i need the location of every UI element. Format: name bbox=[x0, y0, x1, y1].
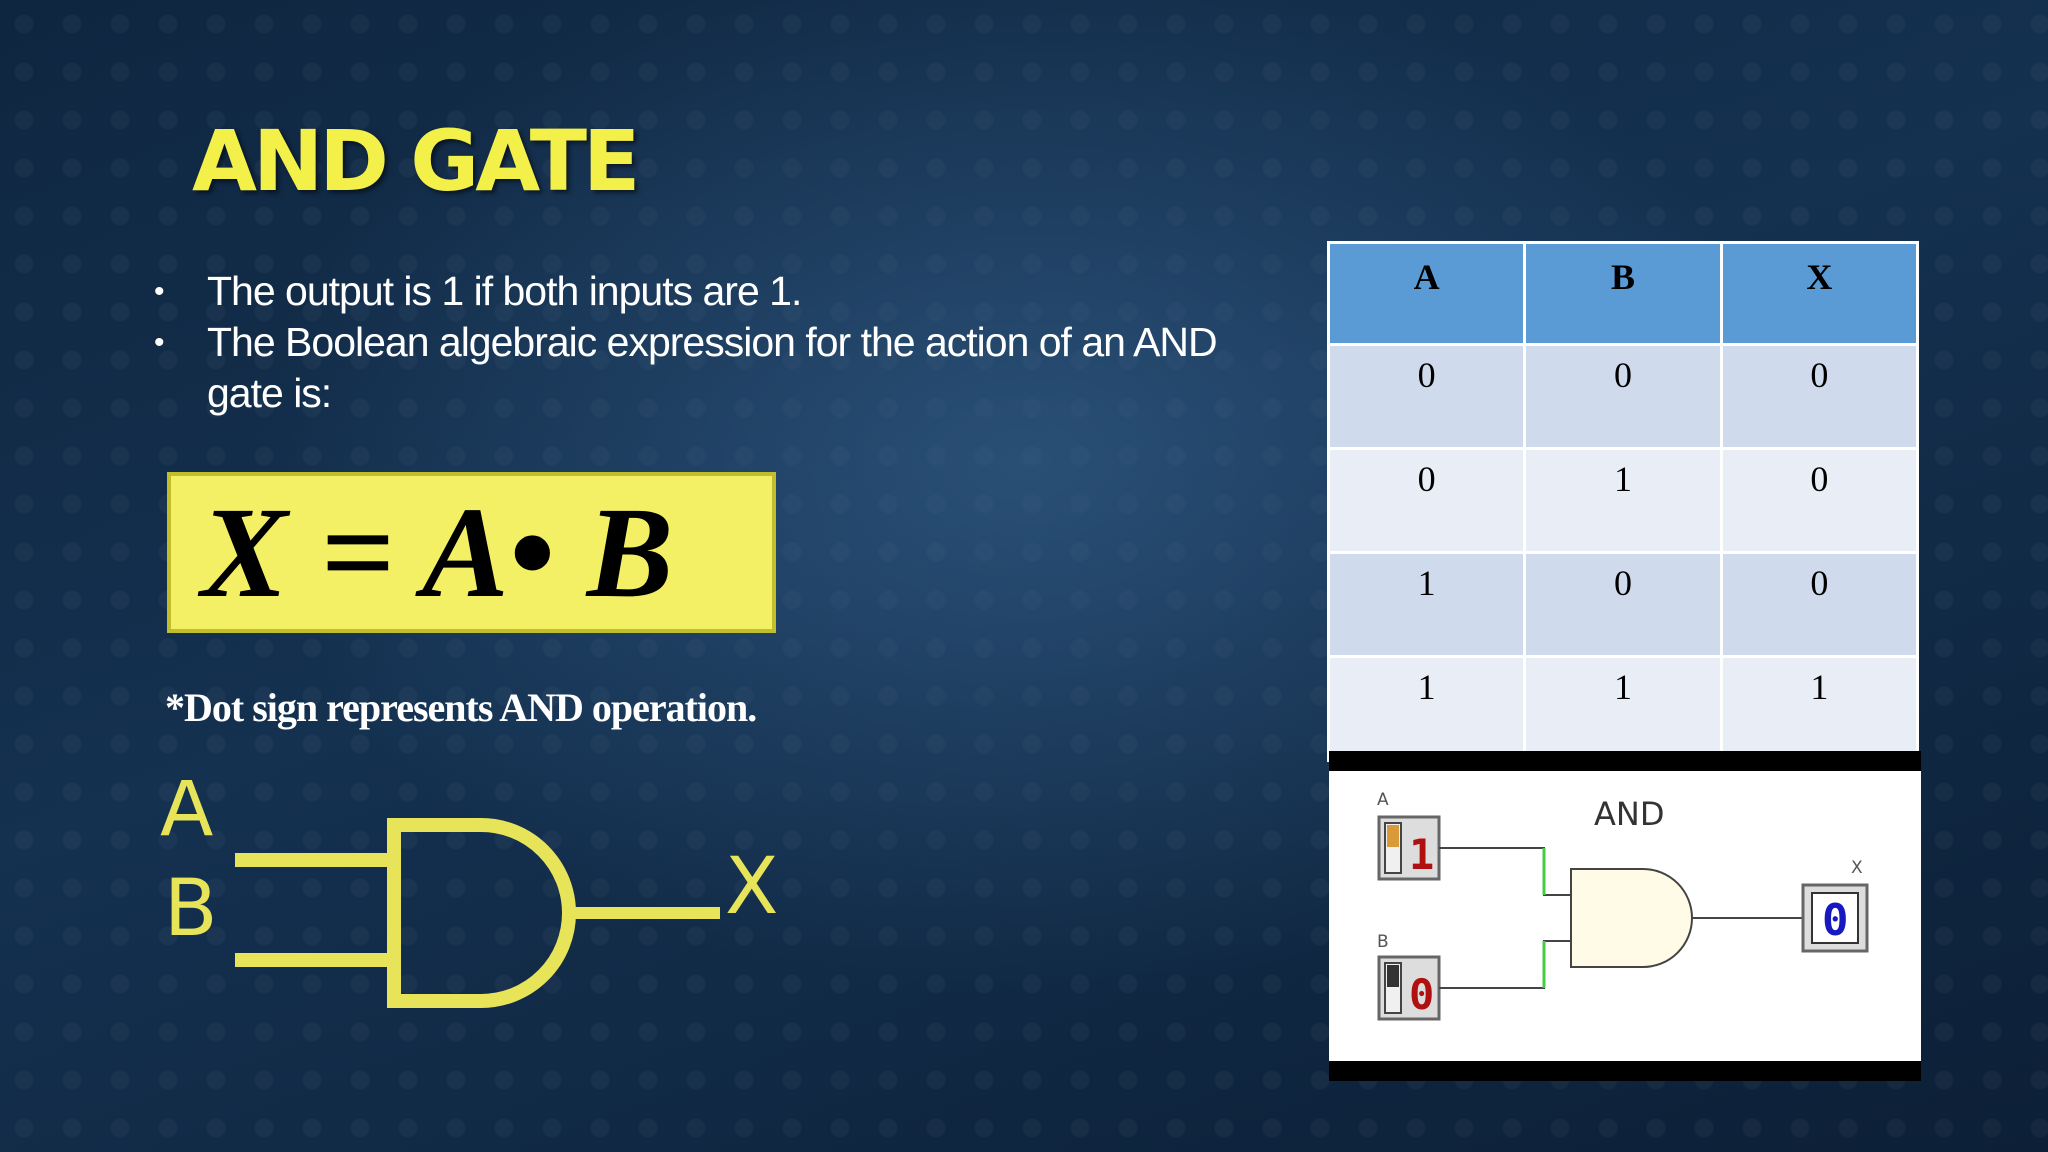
bullet-list: • The output is 1 if both inputs are 1. … bbox=[152, 266, 1252, 419]
and-gate-body bbox=[387, 818, 576, 1008]
circuit-input-b-label: B bbox=[1377, 932, 1389, 952]
table-cell: 1 bbox=[1326, 655, 1527, 762]
slide-title: AND GATE bbox=[192, 112, 640, 210]
bullet-dot: • bbox=[154, 326, 164, 359]
output-x-value: 0 bbox=[1822, 895, 1849, 946]
table-cell: 0 bbox=[1523, 551, 1723, 658]
boolean-expression: X = A• B bbox=[201, 480, 674, 625]
input-a-switch-knob bbox=[1387, 825, 1399, 847]
truth-table: A B X 0 0 0 0 1 0 1 0 0 1 1 1 bbox=[1326, 241, 1920, 762]
table-cell: 0 bbox=[1719, 343, 1920, 450]
circuit-diagram: AND A 1 B 0 X 0 bbox=[1329, 771, 1921, 1061]
circuit-output-label: X bbox=[1851, 858, 1863, 878]
bullet-item: • The output is 1 if both inputs are 1. bbox=[152, 266, 1252, 317]
table-cell: 0 bbox=[1326, 447, 1527, 554]
bullet-dot: • bbox=[154, 275, 164, 308]
and-gate-symbol: A B X bbox=[160, 780, 778, 1008]
table-cell: 1 bbox=[1523, 655, 1723, 762]
expression-box: X = A• B bbox=[167, 472, 776, 633]
circuit-input-a-label: A bbox=[1377, 790, 1389, 810]
circuit-simulation: AND A 1 B 0 X 0 bbox=[1329, 751, 1921, 1081]
header-cell-b: B bbox=[1523, 241, 1723, 346]
table-cell: 1 bbox=[1326, 551, 1527, 658]
table-row: 0 1 0 bbox=[1326, 447, 1920, 554]
truth-table-header-row: A B X bbox=[1326, 241, 1920, 346]
table-cell: 1 bbox=[1719, 655, 1920, 762]
table-row: 1 0 0 bbox=[1326, 551, 1920, 658]
gate-input-a-label: A bbox=[160, 780, 213, 854]
gate-input-b-label: B bbox=[164, 864, 218, 954]
header-cell-a: A bbox=[1326, 241, 1527, 346]
input-a-value: 1 bbox=[1409, 830, 1434, 879]
table-row: 0 0 0 bbox=[1326, 343, 1920, 450]
circuit-and-gate bbox=[1570, 868, 1693, 968]
table-row: 1 1 1 bbox=[1326, 655, 1920, 762]
bullet-text: The Boolean algebraic expression for the… bbox=[207, 319, 1218, 416]
output-x-inner bbox=[1811, 892, 1859, 944]
bullet-text: The output is 1 if both inputs are 1. bbox=[207, 268, 802, 314]
gate-output-label: X bbox=[725, 842, 778, 932]
table-cell: 0 bbox=[1719, 551, 1920, 658]
header-cell-x: X bbox=[1719, 241, 1920, 346]
table-cell: 0 bbox=[1326, 343, 1527, 450]
circuit-gate-label: AND bbox=[1594, 795, 1664, 833]
table-cell: 1 bbox=[1523, 447, 1723, 554]
input-b-switch-knob bbox=[1387, 965, 1399, 987]
table-cell: 0 bbox=[1523, 343, 1723, 450]
bullet-item: • The Boolean algebraic expression for t… bbox=[152, 317, 1252, 419]
table-cell: 0 bbox=[1719, 447, 1920, 554]
input-b-value: 0 bbox=[1409, 970, 1434, 1019]
dot-sign-note: *Dot sign represents AND operation. bbox=[165, 685, 757, 730]
